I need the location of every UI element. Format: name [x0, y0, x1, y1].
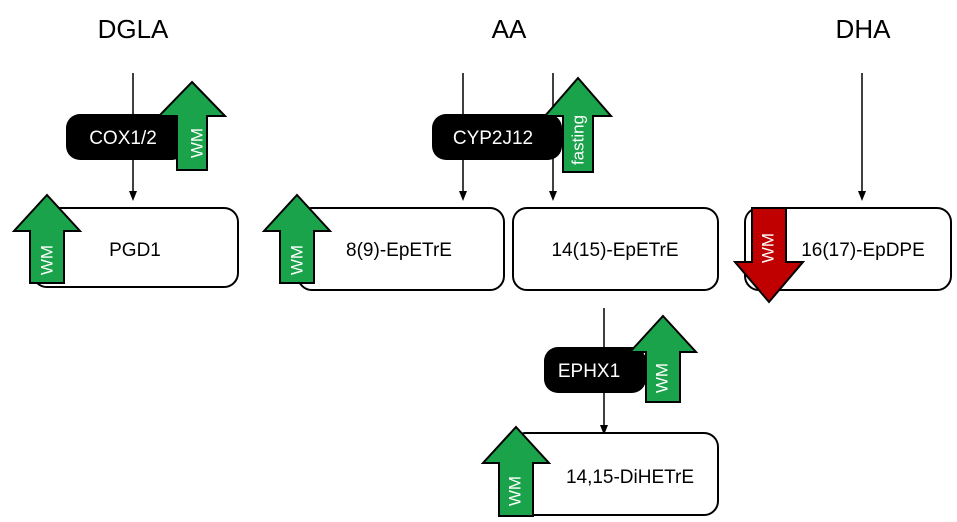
- precursor-aa: AA: [492, 14, 527, 44]
- metabolite-dihetre: 14,15-DiHETrE: [511, 432, 719, 516]
- metabolite-ep1415-label: 14(15)-EpETrE: [551, 240, 678, 261]
- metabolite-ep1415: 14(15)-EpETrE: [512, 207, 719, 291]
- enzyme-cyp: CYP2J12: [432, 114, 562, 160]
- enzyme-cyp-label: CYP2J12: [453, 128, 533, 149]
- metabolite-ep89-label: 8(9)-EpETrE: [346, 240, 452, 261]
- enzyme-ephx-label: EPHX1: [558, 361, 620, 382]
- enzyme-cox: COX1/2: [66, 114, 186, 160]
- change-arrow-up-ep89-label: WM: [287, 245, 306, 275]
- enzyme-ephx: EPHX1: [544, 347, 646, 393]
- change-arrow-up-cox-label: WM: [187, 128, 206, 158]
- change-arrow-up-cyp-label: fasting: [568, 115, 587, 165]
- change-arrow-down-epdpe: WM: [732, 207, 806, 304]
- change-arrow-up-ep89: WM: [261, 193, 333, 284]
- change-arrow-up-ephx: WM: [627, 314, 699, 403]
- metabolite-dihetre-label: 14,15-DiHETrE: [566, 467, 694, 488]
- precursor-dha: DHA: [836, 14, 892, 44]
- enzyme-cox-label: COX1/2: [89, 128, 157, 149]
- change-arrow-down-epdpe-label: WM: [758, 233, 777, 263]
- metabolite-epdpe-label: 16(17)-EpDPE: [801, 240, 925, 261]
- change-arrow-up-cox: WM: [156, 80, 228, 171]
- precursor-dgla: DGLA: [98, 14, 169, 44]
- change-arrow-up-dihetre-label: WM: [505, 476, 524, 506]
- metabolite-pgd1-label: PGD1: [109, 240, 161, 261]
- change-arrow-up-dihetre: WM: [480, 425, 552, 517]
- metabolite-ep89: 8(9)-EpETrE: [297, 207, 505, 291]
- change-arrow-up-ephx-label: WM: [652, 363, 671, 393]
- change-arrow-up-pgd1-label: WM: [37, 245, 56, 275]
- metabolite-pgd1: PGD1: [32, 207, 239, 288]
- change-arrow-up-cyp: fasting: [542, 76, 614, 173]
- change-arrow-up-pgd1: WM: [11, 193, 83, 284]
